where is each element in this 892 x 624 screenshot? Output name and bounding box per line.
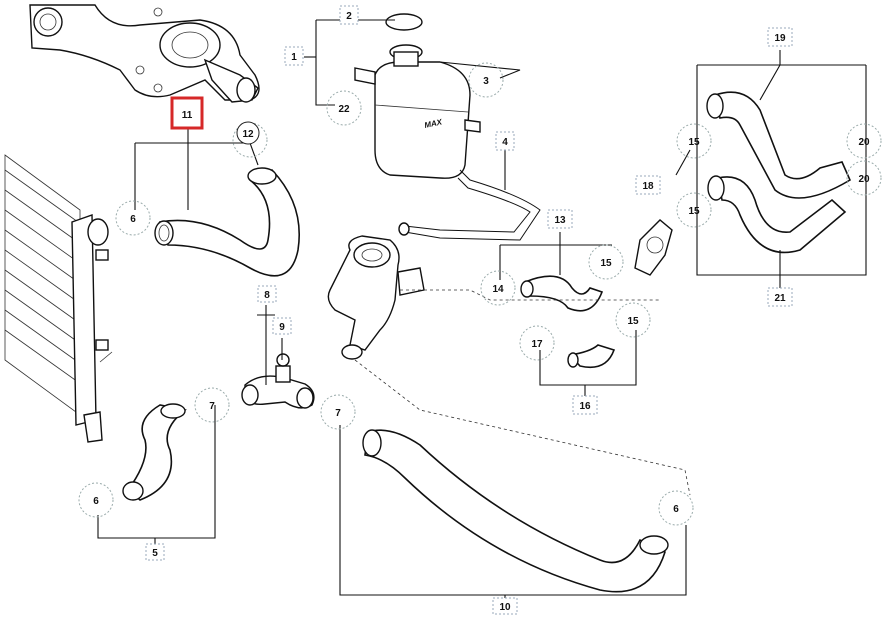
callout-label: 6 [130,214,136,225]
callout-6-lower-left[interactable]: 6 [78,482,114,518]
hose-upper-radiator [154,167,300,277]
callouts: 11 12 6 8 9 7 7 6 [78,5,882,615]
tank-max-marking: MAX [424,117,444,130]
callout-7-left[interactable]: 7 [194,387,230,423]
callout-4[interactable]: 4 [495,131,515,151]
callout-16[interactable]: 16 [572,395,598,415]
hose-tank-return [398,169,541,241]
callout-10[interactable]: 10 [492,597,518,615]
callout-3[interactable]: 3 [468,62,504,98]
callout-label: 6 [673,504,679,515]
callout-12[interactable]: 12 [232,121,268,158]
callout-18[interactable]: 18 [635,175,661,195]
callout-label: 4 [502,137,508,148]
hose-19 [706,91,852,199]
callout-label: 20 [858,137,870,148]
callout-label: 3 [483,76,489,87]
callout-label: 17 [531,339,543,350]
callout-15-c[interactable]: 15 [676,123,712,159]
callout-6-upper[interactable]: 6 [115,200,151,236]
callout-label: 11 [182,110,193,121]
callout-15-b[interactable]: 15 [615,302,651,338]
callout-label: 19 [774,33,786,44]
expansion-tank: MAX [354,13,481,179]
callout-label: 2 [346,11,352,22]
callout-2[interactable]: 2 [339,5,359,25]
valve-18 [634,219,673,276]
callout-21[interactable]: 21 [767,287,793,307]
callout-label: 16 [579,401,591,412]
hose-21 [707,175,847,254]
callout-label: 12 [242,129,254,140]
hose-13 [520,275,604,312]
callout-9[interactable]: 9 [272,317,292,335]
radiator [4,154,113,443]
callout-label: 20 [858,174,870,185]
callout-19[interactable]: 19 [767,27,793,47]
callout-label: 5 [152,548,158,559]
callout-label: 10 [499,602,511,613]
callout-17[interactable]: 17 [519,325,555,361]
callout-5[interactable]: 5 [145,543,165,561]
callout-20-b[interactable]: 20 [846,160,882,196]
callout-label: 21 [774,293,786,304]
callout-label: 6 [93,496,99,507]
callout-14[interactable]: 14 [480,270,516,306]
hose-long-lower [362,429,669,593]
thermostat-housing [327,235,425,360]
callout-8[interactable]: 8 [257,285,277,303]
hose-16 [567,344,616,369]
callout-label: 15 [688,137,700,148]
callout-1[interactable]: 1 [284,46,304,66]
water-pump [29,4,260,103]
callout-label: 13 [554,215,566,226]
callout-label: 7 [209,401,215,412]
callout-label: 18 [642,181,654,192]
t-connector [241,353,315,409]
callout-15-a[interactable]: 15 [588,244,624,280]
callout-20-a[interactable]: 20 [846,123,882,159]
callout-label: 1 [291,52,297,63]
callout-label: 9 [279,322,285,333]
callout-label: 15 [627,316,639,327]
hose-lower-left [122,403,187,501]
callout-label: 7 [335,408,341,419]
leader-lines [97,19,867,600]
callout-label: 14 [492,284,504,295]
callout-6-lower-right[interactable]: 6 [658,490,694,526]
callout-label: 15 [688,206,700,217]
callout-label: 22 [338,104,350,115]
callout-label: 8 [264,290,270,301]
callout-15-d[interactable]: 15 [676,192,712,228]
callout-7-right[interactable]: 7 [320,394,356,430]
callout-11[interactable]: 11 [170,96,204,130]
callout-22[interactable]: 22 [326,90,362,126]
callout-13[interactable]: 13 [547,209,573,229]
callout-label: 15 [600,258,612,269]
